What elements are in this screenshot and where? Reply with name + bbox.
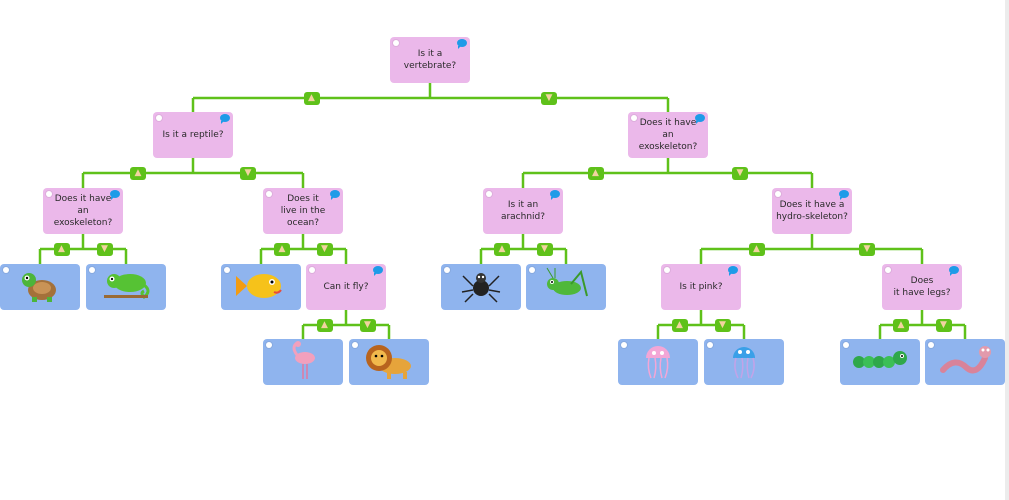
turtle-icon <box>18 266 62 308</box>
worm-icon <box>939 342 991 382</box>
thumbs-down-icon[interactable]: ▼ <box>732 166 748 180</box>
thumbs-down-icon[interactable]: ▼ <box>316 242 333 256</box>
grasshopper-icon <box>541 266 591 308</box>
thumbs-up-icon[interactable]: ▲ <box>671 318 688 332</box>
question-text: Does it have an exoskeleton? <box>53 194 113 228</box>
thumbs-up-icon[interactable]: ▲ <box>316 318 333 332</box>
speech-bubble-icon[interactable] <box>110 190 120 200</box>
animal-node[interactable] <box>263 339 343 385</box>
scrollbar[interactable] <box>1005 0 1009 500</box>
question-node[interactable]: Is it a vertebrate? <box>390 37 470 83</box>
speech-bubble-icon[interactable] <box>550 190 560 200</box>
thumbs-down-icon[interactable]: ▼ <box>714 318 731 332</box>
question-text: Does it have a hydro-skeleton? <box>776 200 848 222</box>
speech-bubble-icon[interactable] <box>949 266 959 276</box>
animal-node[interactable] <box>349 339 429 385</box>
thumbs-up-icon[interactable]: ▲ <box>748 242 765 256</box>
pencil-icon[interactable] <box>224 267 230 273</box>
animal-node[interactable] <box>86 264 166 310</box>
pencil-icon[interactable] <box>843 342 849 348</box>
animal-node[interactable] <box>618 339 698 385</box>
speech-bubble-icon[interactable] <box>457 39 467 49</box>
animal-node[interactable] <box>221 264 301 310</box>
pencil-icon[interactable] <box>89 267 95 273</box>
question-node[interactable]: Does it have an exoskeleton? <box>628 112 708 158</box>
thumbs-down-icon[interactable]: ▼ <box>240 166 256 180</box>
thumbs-up-icon[interactable]: ▲ <box>303 91 320 105</box>
question-text: Does it live in the ocean? <box>280 194 326 228</box>
pencil-icon[interactable] <box>664 267 670 273</box>
pencil-icon[interactable] <box>775 191 781 197</box>
thumbs-down-icon[interactable]: ▼ <box>541 91 557 105</box>
pencil-icon[interactable] <box>885 267 891 273</box>
pencil-icon[interactable] <box>3 267 9 273</box>
animal-node[interactable] <box>526 264 606 310</box>
thumbs-down-icon[interactable]: ▼ <box>859 242 875 256</box>
pencil-icon[interactable] <box>352 342 358 348</box>
spider-icon <box>461 266 501 308</box>
pink-jellyfish-icon <box>640 340 676 384</box>
animal-node[interactable] <box>704 339 784 385</box>
thumbs-up-icon[interactable]: ▲ <box>274 242 290 256</box>
question-text: Is it a vertebrate? <box>403 49 457 71</box>
pencil-icon[interactable] <box>486 191 492 197</box>
pencil-icon[interactable] <box>393 40 399 46</box>
pencil-icon[interactable] <box>707 342 713 348</box>
caterpillar-icon <box>851 347 909 377</box>
thumbs-down-icon[interactable]: ▼ <box>96 242 113 256</box>
question-text: Is it pink? <box>679 282 723 292</box>
thumbs-up-icon[interactable]: ▲ <box>587 166 604 180</box>
animal-node[interactable] <box>0 264 80 310</box>
speech-bubble-icon[interactable] <box>839 190 849 200</box>
question-node[interactable]: Does it have legs? <box>882 264 962 310</box>
question-node[interactable]: Does it have a hydro-skeleton? <box>772 188 852 234</box>
question-node[interactable]: Is it a reptile? <box>153 112 233 158</box>
speech-bubble-icon[interactable] <box>728 266 738 276</box>
question-text: Can it fly? <box>323 282 369 292</box>
animal-node[interactable] <box>840 339 920 385</box>
speech-bubble-icon[interactable] <box>373 266 383 276</box>
question-text: Does it have legs? <box>893 276 951 298</box>
thumbs-up-icon[interactable]: ▲ <box>494 242 510 256</box>
thumbs-up-icon[interactable]: ▲ <box>893 318 909 332</box>
lion-icon <box>361 340 417 384</box>
speech-bubble-icon[interactable] <box>695 114 705 124</box>
question-text: Does it have an exoskeleton? <box>638 118 698 152</box>
flamingo-icon <box>285 340 321 384</box>
pencil-icon[interactable] <box>631 115 637 121</box>
pencil-icon[interactable] <box>266 191 272 197</box>
speech-bubble-icon[interactable] <box>330 190 340 200</box>
question-node[interactable]: Does it live in the ocean? <box>263 188 343 234</box>
question-node[interactable]: Can it fly? <box>306 264 386 310</box>
speech-bubble-icon[interactable] <box>220 114 230 124</box>
question-node[interactable]: Is it an arachnid? <box>483 188 563 234</box>
question-node[interactable]: Does it have an exoskeleton? <box>43 188 123 234</box>
pencil-icon[interactable] <box>266 342 272 348</box>
pencil-icon[interactable] <box>529 267 535 273</box>
animal-node[interactable] <box>441 264 521 310</box>
pencil-icon[interactable] <box>156 115 162 121</box>
chameleon-icon <box>100 267 152 307</box>
thumbs-up-icon[interactable]: ▲ <box>130 166 146 180</box>
question-text: Is it a reptile? <box>162 130 224 140</box>
blue-jellyfish-icon <box>726 340 762 384</box>
animal-node[interactable] <box>925 339 1005 385</box>
thumbs-down-icon[interactable]: ▼ <box>536 242 553 256</box>
pencil-icon[interactable] <box>444 267 450 273</box>
question-node[interactable]: Is it pink? <box>661 264 741 310</box>
pencil-icon[interactable] <box>309 267 315 273</box>
pencil-icon[interactable] <box>621 342 627 348</box>
fish-icon <box>234 266 288 308</box>
thumbs-up-icon[interactable]: ▲ <box>53 242 70 256</box>
thumbs-down-icon[interactable]: ▼ <box>359 318 376 332</box>
pencil-icon[interactable] <box>46 191 52 197</box>
thumbs-down-icon[interactable]: ▼ <box>935 318 952 332</box>
question-text: Is it an arachnid? <box>500 200 546 222</box>
pencil-icon[interactable] <box>928 342 934 348</box>
